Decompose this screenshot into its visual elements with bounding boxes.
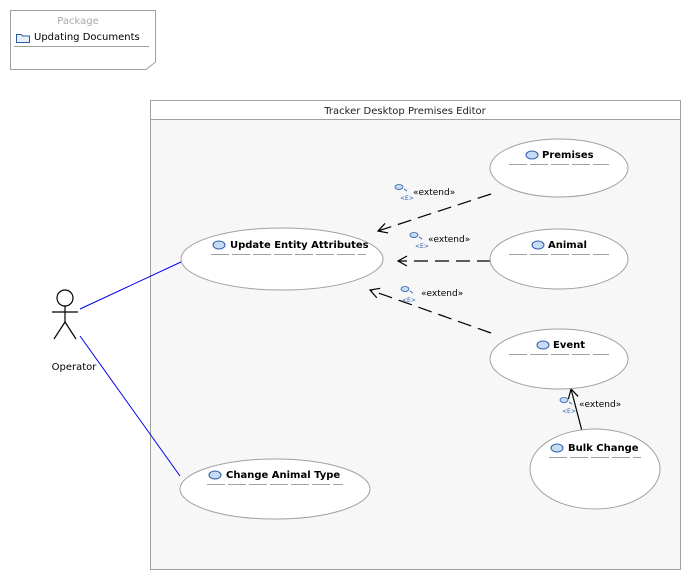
use-case-icon [550,443,564,453]
extend-label-event: <E> «extend» [400,286,463,304]
extend-text: «extend» [421,289,463,299]
use-case-icon [531,240,545,250]
extend-text: «extend» [413,188,455,198]
extend-stereotype-icon: <E> [409,232,429,250]
extend-line-event[interactable] [368,287,492,334]
association-line-update[interactable] [79,261,182,310]
use-case-icon [536,340,550,350]
stick-figure-icon [52,289,78,340]
use-case-icon [525,150,539,160]
extend-label-bulk: <E> «extend» [559,397,621,415]
use-case-label: Bulk Change [568,443,639,454]
use-case-change-animal-type[interactable]: Change Animal Type [179,458,371,520]
svg-text:<E>: <E> [400,195,414,202]
extend-stereotype-icon: <E> [400,286,416,304]
use-case-icon [208,470,222,480]
use-case-icon [212,240,226,250]
use-case-animal[interactable]: Animal [489,228,629,290]
extend-stereotype-icon: <E> [394,184,414,202]
actor-label: Operator [52,362,98,373]
use-case-label: Update Entity Attributes [230,240,369,251]
extend-label-animal: <E> «extend» [409,232,470,250]
package-box[interactable]: Package Updating Documents [10,10,156,70]
association-line-change-type[interactable] [79,335,181,477]
extend-text: «extend» [579,400,621,410]
use-case-label: Event [553,340,585,351]
use-case-bulk-change[interactable]: Bulk Change [529,428,661,510]
extend-line-bulk[interactable] [567,387,583,432]
extend-label-premises: <E> «extend» [394,184,455,202]
use-case-label: Animal [548,240,587,251]
use-case-label: Premises [542,150,594,161]
package-item-label[interactable]: Updating Documents [34,32,140,43]
actor-operator[interactable]: Operator [52,289,98,373]
use-case-event[interactable]: Event [489,328,629,390]
extend-stereotype-icon: <E> [559,397,576,415]
extend-text: «extend» [428,235,470,245]
svg-text:<E>: <E> [562,408,576,415]
svg-text:<E>: <E> [402,297,416,304]
use-case-update-entity-attributes[interactable]: Update Entity Attributes [180,227,384,291]
system-title: Tracker Desktop Premises Editor [323,106,486,117]
use-case-label: Change Animal Type [226,470,340,481]
svg-text:<E>: <E> [415,243,429,250]
package-title: Package [57,16,98,27]
folder-icon [16,34,30,43]
use-case-premises[interactable]: Premises [489,138,629,198]
